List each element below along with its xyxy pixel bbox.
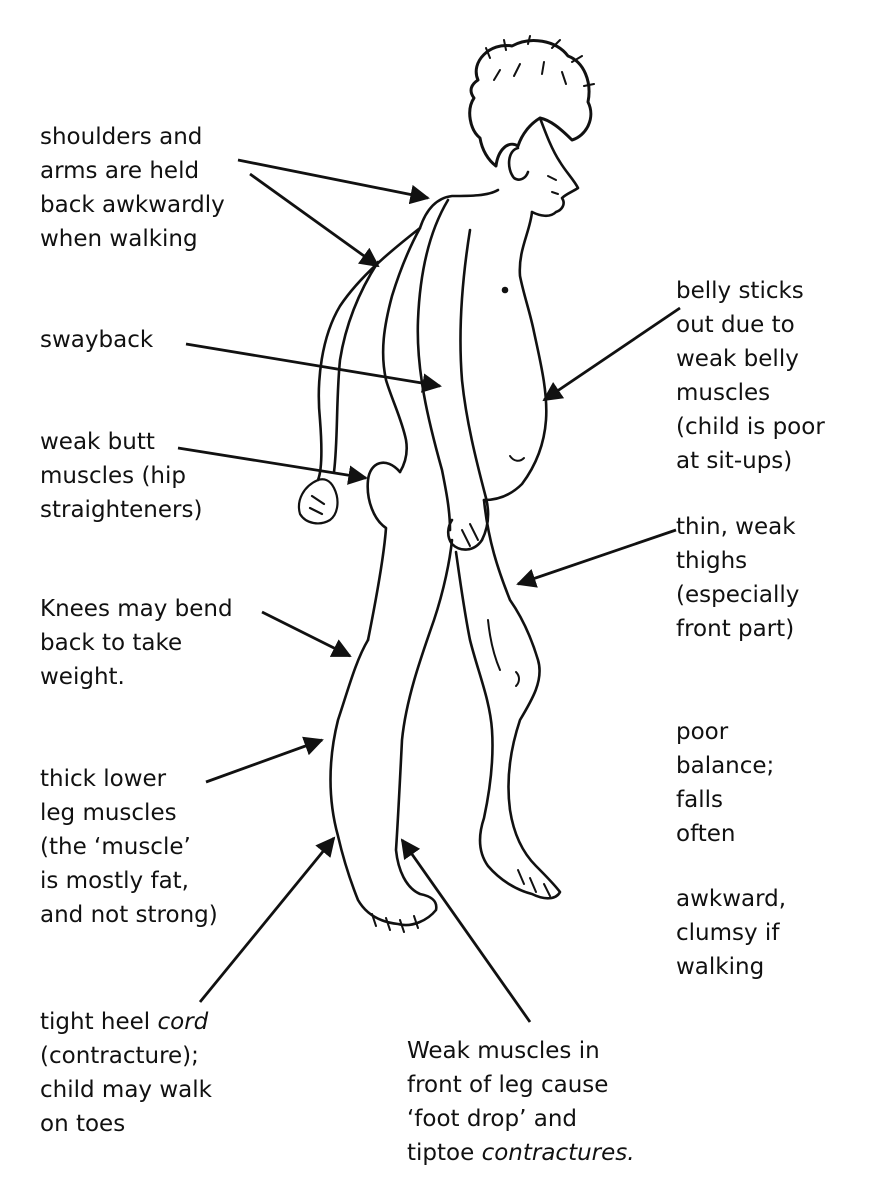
far-hand xyxy=(297,478,339,525)
label-clumsy: awkward, clumsy if walking xyxy=(676,886,787,980)
stepping-leg xyxy=(454,498,562,900)
label-belly: belly sticks out due to weak belly muscl… xyxy=(676,278,825,474)
label-butt-muscles: weak butt muscles (hip straighteners) xyxy=(40,429,203,523)
label-thighs: thin, weak thighs (especially front part… xyxy=(676,514,800,642)
leader-arrows xyxy=(177,158,681,1023)
near-arm xyxy=(416,198,490,551)
arrow-lower-leg xyxy=(205,736,324,784)
label-foot-drop: Weak muscles in front of leg cause ‘foot… xyxy=(407,1038,635,1166)
label-knees: Knees may bend back to take weight. xyxy=(40,596,233,690)
label-lower-leg: thick lower leg muscles (the ‘muscle’ is… xyxy=(40,766,218,928)
arrow-shoulders-1 xyxy=(237,158,430,205)
far-arm xyxy=(316,226,422,482)
label-shoulders: shoulders and arms are held back awkward… xyxy=(40,124,225,252)
back-outline xyxy=(381,188,500,474)
arrow-shoulders-2 xyxy=(249,172,380,268)
arrow-heel-cord xyxy=(198,836,336,1003)
ear xyxy=(507,146,530,181)
buttock xyxy=(366,461,402,642)
label-swayback: swayback xyxy=(40,327,154,353)
standing-leg xyxy=(329,538,454,927)
arrow-swayback xyxy=(185,342,442,393)
arrow-knees xyxy=(261,610,352,658)
label-heel-cord: tight heel cord (contracture); child may… xyxy=(40,1009,212,1137)
arrow-foot-drop xyxy=(400,838,532,1023)
child-figure xyxy=(297,35,595,933)
arrow-butt xyxy=(177,446,368,485)
label-balance: poor balance; falls often xyxy=(676,719,775,847)
hair xyxy=(468,39,593,168)
arrow-thighs xyxy=(516,528,677,588)
chest-belly xyxy=(482,210,548,502)
face xyxy=(530,116,580,218)
arrow-belly xyxy=(542,306,681,402)
